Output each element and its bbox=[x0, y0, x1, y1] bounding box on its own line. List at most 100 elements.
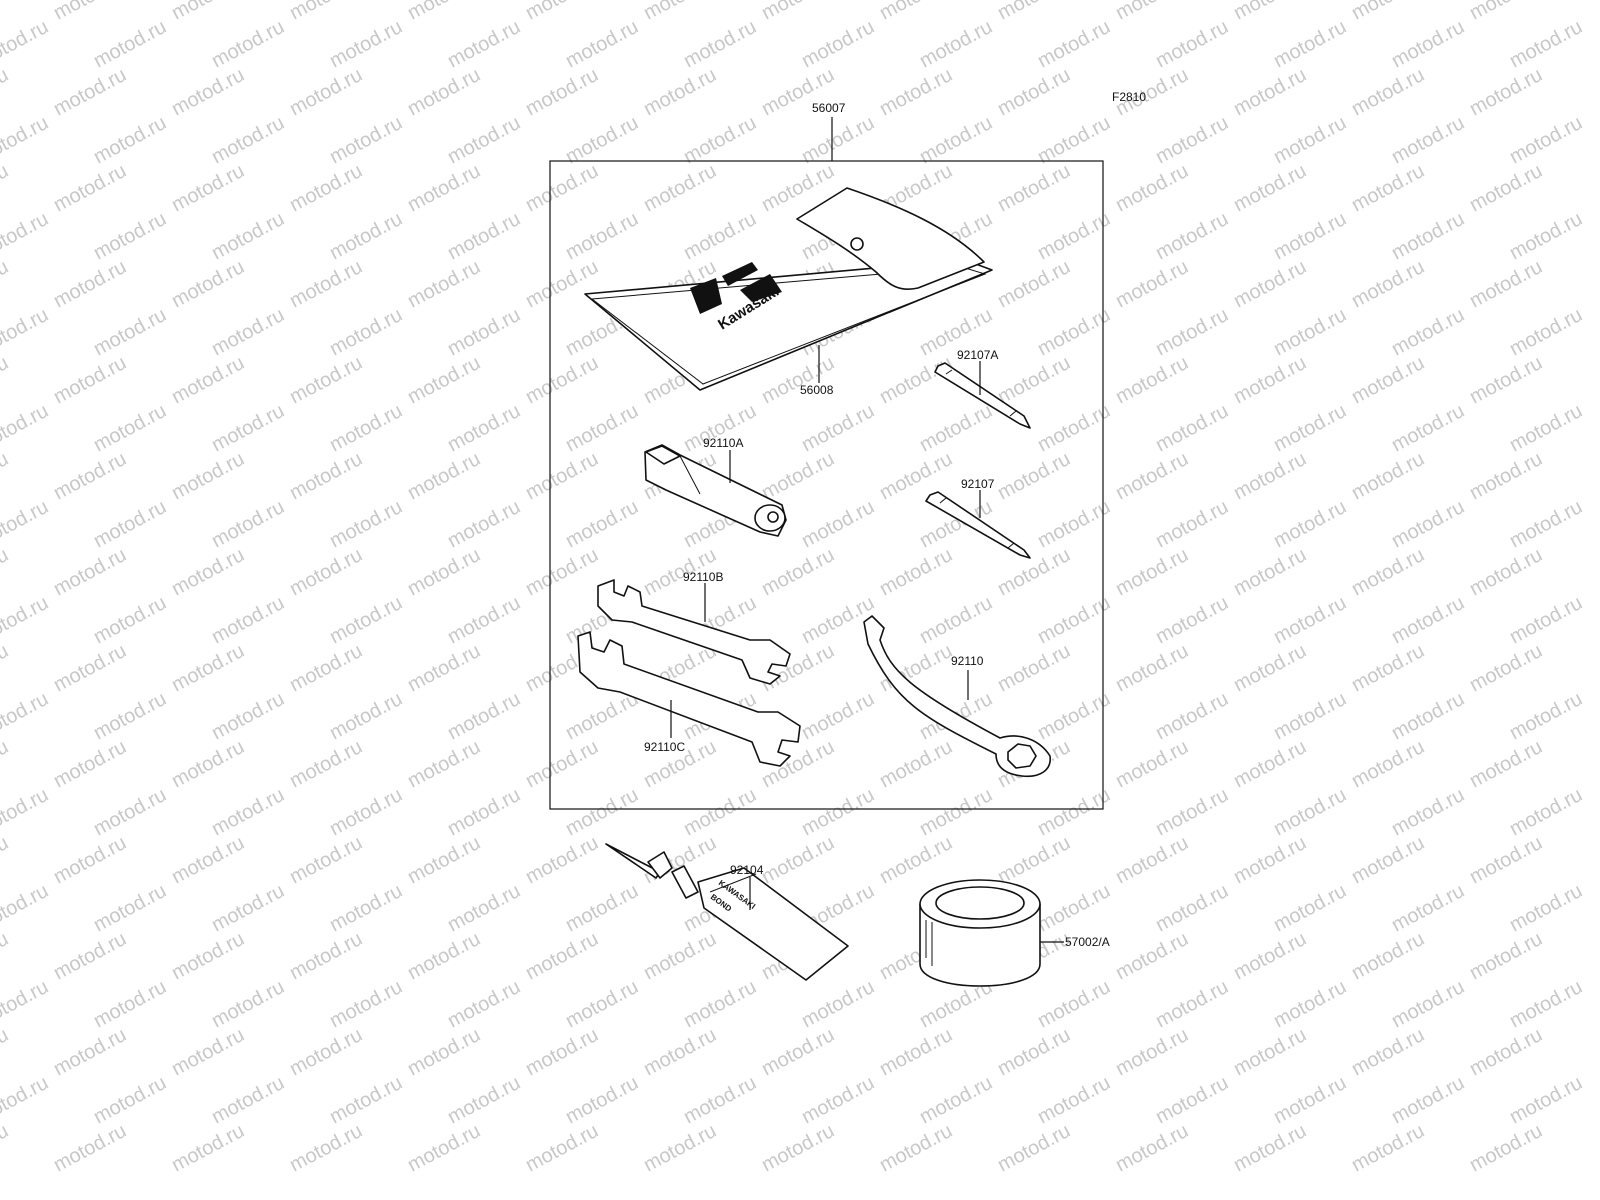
watermark-text: motod.ru bbox=[640, 0, 720, 24]
watermark-text: motod.ru bbox=[90, 592, 170, 648]
watermark-text: motod.ru bbox=[90, 784, 170, 840]
watermark-text: motod.ru bbox=[444, 400, 524, 456]
watermark-text: motod.ru bbox=[0, 976, 52, 1032]
watermark-text: motod.ru bbox=[1348, 1024, 1428, 1080]
watermark-text: motod.ru bbox=[286, 640, 366, 696]
wrench-c bbox=[577, 631, 801, 767]
watermark-text: motod.ru bbox=[1348, 832, 1428, 888]
hook-wrench bbox=[863, 615, 1051, 778]
watermark-text: motod.ru bbox=[286, 448, 366, 504]
watermark-text: motod.ru bbox=[0, 544, 12, 600]
watermark-text: motod.ru bbox=[0, 112, 52, 168]
watermark-text: motod.ru bbox=[1466, 352, 1546, 408]
watermark-text: motod.ru bbox=[640, 160, 720, 216]
watermark-text: motod.ru bbox=[1388, 976, 1468, 1032]
watermark-text: motod.ru bbox=[1034, 208, 1114, 264]
watermark-text: motod.ru bbox=[50, 1024, 130, 1080]
watermark-text: motod.ru bbox=[0, 400, 52, 456]
screwdriver-part-number: 92107 bbox=[961, 477, 995, 491]
watermark-text: motod.ru bbox=[1348, 0, 1428, 24]
watermark-text: motod.ru bbox=[916, 400, 996, 456]
watermark-text: motod.ru bbox=[286, 1120, 366, 1176]
watermark-text: motod.ru bbox=[444, 496, 524, 552]
watermark-text: motod.ru bbox=[90, 976, 170, 1032]
watermark-text: motod.ru bbox=[286, 736, 366, 792]
watermark-text: motod.ru bbox=[90, 400, 170, 456]
watermark-text: motod.ru bbox=[0, 496, 52, 552]
watermark-text: motod.ru bbox=[326, 112, 406, 168]
watermark-text: motod.ru bbox=[1230, 928, 1310, 984]
watermark-text: motod.ru bbox=[1388, 784, 1468, 840]
watermark-text: motod.ru bbox=[0, 592, 52, 648]
watermark-text: motod.ru bbox=[876, 352, 956, 408]
watermark-text: motod.ru bbox=[208, 400, 288, 456]
wrench-c-part-number: 92110C bbox=[644, 740, 685, 754]
watermark-text: motod.ru bbox=[50, 928, 130, 984]
watermark-text: motod.ru bbox=[1506, 16, 1586, 72]
watermark-text: motod.ru bbox=[1230, 1120, 1310, 1176]
watermark-text: motod.ru bbox=[1112, 640, 1192, 696]
watermark-text: motod.ru bbox=[286, 928, 366, 984]
watermark-text: motod.ru bbox=[90, 304, 170, 360]
watermark-text: motod.ru bbox=[994, 352, 1074, 408]
watermark-text: motod.ru bbox=[444, 880, 524, 936]
watermark-text: motod.ru bbox=[404, 544, 484, 600]
watermark-text: motod.ru bbox=[168, 928, 248, 984]
watermark-text: motod.ru bbox=[1034, 304, 1114, 360]
watermark-text: motod.ru bbox=[522, 352, 602, 408]
watermark-text: motod.ru bbox=[1230, 256, 1310, 312]
watermark-text: motod.ru bbox=[404, 448, 484, 504]
watermark-text: motod.ru bbox=[404, 160, 484, 216]
watermark-text: motod.ru bbox=[562, 16, 642, 72]
watermark-text: motod.ru bbox=[1348, 352, 1428, 408]
watermark-text: motod.ru bbox=[1506, 400, 1586, 456]
watermark-text: motod.ru bbox=[0, 16, 52, 72]
watermark-text: motod.ru bbox=[680, 784, 760, 840]
watermark-text: motod.ru bbox=[1270, 304, 1350, 360]
watermark-text: motod.ru bbox=[1034, 496, 1114, 552]
watermark-text: motod.ru bbox=[1270, 976, 1350, 1032]
watermark-text: motod.ru bbox=[326, 304, 406, 360]
watermark-text: motod.ru bbox=[994, 160, 1074, 216]
watermark-text: motod.ru bbox=[1506, 592, 1586, 648]
watermark-text: motod.ru bbox=[640, 928, 720, 984]
watermark-text: motod.ru bbox=[326, 400, 406, 456]
watermark-text: motod.ru bbox=[916, 16, 996, 72]
watermark-text: motod.ru bbox=[326, 784, 406, 840]
watermark-text: motod.ru bbox=[286, 832, 366, 888]
watermark-text: motod.ru bbox=[168, 160, 248, 216]
watermark-text: motod.ru bbox=[208, 208, 288, 264]
watermark-text: motod.ru bbox=[404, 1120, 484, 1176]
watermark-text: motod.ru bbox=[758, 832, 838, 888]
pouch-part-number: 56008 bbox=[800, 383, 834, 397]
watermark-text: motod.ru bbox=[1388, 208, 1468, 264]
plug-wrench-part-number: 92110A bbox=[703, 436, 743, 450]
bond-tube-part-number: 92104 bbox=[730, 863, 764, 877]
watermark-text: motod.ru bbox=[90, 496, 170, 552]
watermark-text: motod.ru bbox=[0, 736, 12, 792]
watermark-text: motod.ru bbox=[404, 352, 484, 408]
watermark-text: motod.ru bbox=[168, 64, 248, 120]
watermark-text: motod.ru bbox=[208, 496, 288, 552]
wrench-b bbox=[597, 579, 791, 685]
watermark-text: motod.ru bbox=[640, 1120, 720, 1176]
watermark-text: motod.ru bbox=[1034, 880, 1114, 936]
watermark-text: motod.ru bbox=[1152, 976, 1232, 1032]
watermark-text: motod.ru bbox=[286, 544, 366, 600]
watermark-text: motod.ru bbox=[1230, 640, 1310, 696]
watermark-text: motod.ru bbox=[680, 112, 760, 168]
watermark-text: motod.ru bbox=[916, 112, 996, 168]
watermark-text: motod.ru bbox=[640, 64, 720, 120]
watermark-text: motod.ru bbox=[1270, 400, 1350, 456]
watermark-text: motod.ru bbox=[798, 784, 878, 840]
watermark-text: motod.ru bbox=[1112, 1120, 1192, 1176]
toolkit-frame bbox=[549, 160, 1104, 810]
watermark-text: motod.ru bbox=[876, 832, 956, 888]
watermark-text: motod.ru bbox=[208, 688, 288, 744]
watermark-text: motod.ru bbox=[0, 1072, 52, 1128]
watermark-text: motod.ru bbox=[50, 0, 130, 24]
watermark-text: motod.ru bbox=[1466, 928, 1546, 984]
watermark-text: motod.ru bbox=[168, 448, 248, 504]
watermark-text: motod.ru bbox=[1348, 1120, 1428, 1176]
watermark-text: motod.ru bbox=[1466, 640, 1546, 696]
